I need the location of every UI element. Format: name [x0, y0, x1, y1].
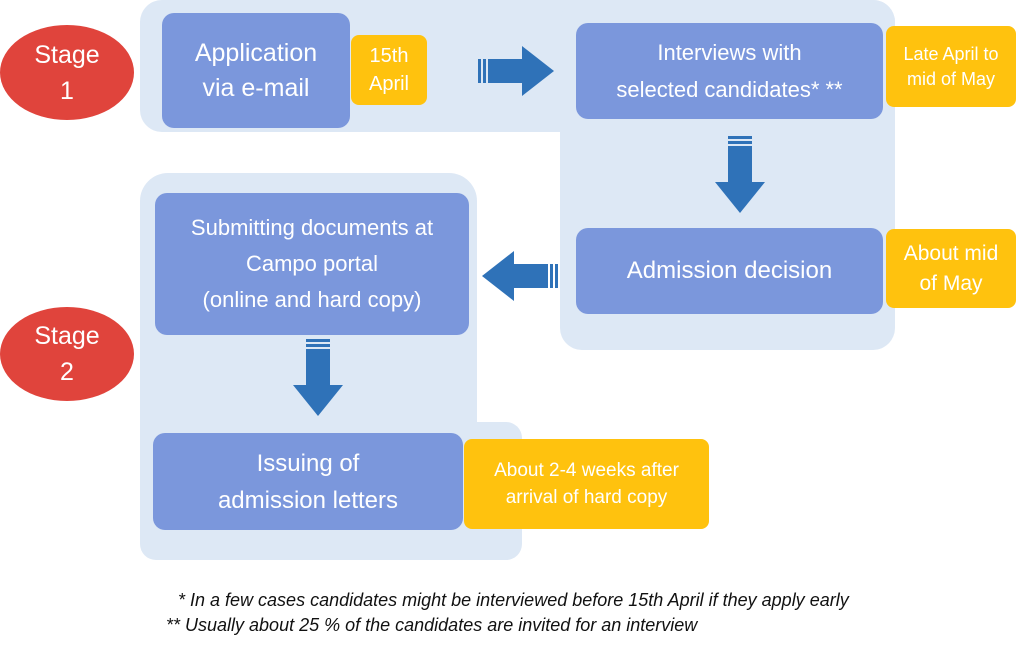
stage-1-oval: Stage 1: [0, 25, 134, 120]
interviews-box: Interviews with selected candidates* **: [576, 23, 883, 119]
block-arrow-icon: [715, 136, 765, 213]
footnote-1: * In a few cases candidates might be int…: [178, 590, 849, 610]
block-arrow-icon: [482, 251, 558, 301]
submitting-documents-box: Submitting documents at Campo portal (on…: [155, 193, 469, 335]
stage-1-label: Stage 1: [34, 40, 100, 105]
footnote-2: ** Usually about 25 % of the candidates …: [166, 615, 698, 635]
interviews-date-tag: Late April to mid of May: [886, 26, 1016, 107]
issuing-letters-date-tag: About 2-4 weeks after arrival of hard co…: [464, 439, 709, 529]
submitting-documents-label: Submitting documents at Campo portal (on…: [190, 215, 434, 312]
issuing-letters-box: Issuing of admission letters: [153, 433, 463, 530]
stage-2-label: Stage 2: [34, 322, 100, 386]
application-date-tag: 15th April: [351, 35, 427, 105]
interviews-date: Late April to mid of May: [903, 43, 999, 89]
admission-decision-date-tag: About mid of May: [886, 229, 1016, 308]
block-arrow-icon: [478, 46, 554, 96]
stage-2-oval: Stage 2: [0, 307, 134, 401]
application-label: Application via e-mail: [194, 38, 318, 102]
application-date: 15th April: [368, 45, 409, 95]
admission-decision-box: Admission decision: [576, 228, 883, 314]
admission-decision-date: About mid of May: [903, 241, 999, 295]
interviews-label: Interviews with selected candidates* **: [616, 40, 843, 102]
issuing-letters-label: Issuing of admission letters: [217, 449, 399, 514]
issuing-letters-date: About 2-4 weeks after arrival of hard co…: [494, 460, 679, 508]
admission-decision-label: Admission decision: [626, 257, 833, 284]
application-box: Application via e-mail: [162, 13, 350, 128]
block-arrow-icon: [293, 339, 343, 416]
